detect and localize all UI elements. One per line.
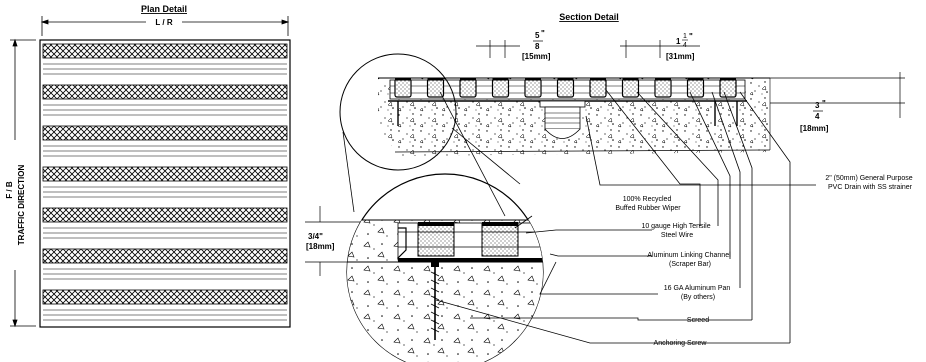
- plan-side-label-2: TRAFFIC DIRECTION: [17, 165, 26, 246]
- callout-steel-wire: 10 gauge High Tensile Steel Wire: [641, 223, 712, 239]
- detail-height-metric: [18mm]: [306, 242, 335, 251]
- dim-a-den: 8: [535, 42, 540, 51]
- mat-hatch-band: [42, 207, 288, 223]
- mat-hatch-band: [42, 248, 288, 264]
- dim-c-metric: [18mm]: [800, 124, 829, 133]
- slab-anchors: [397, 101, 738, 126]
- wiper-block: [426, 78, 445, 98]
- dim-b-whole: 1: [676, 37, 681, 46]
- dim-a-quote: ": [541, 29, 545, 38]
- plan-title: Plan Detail: [141, 4, 187, 14]
- wiper-block: [459, 78, 477, 98]
- plan-width-dimension: [40, 16, 290, 36]
- rubber-wipers: [394, 78, 737, 98]
- callout-aluminum-pan: 16 GA Aluminum Pan (By others): [664, 285, 733, 301]
- callout-anchoring-screw: Anchoring Screw: [654, 340, 708, 347]
- leader-lines: [435, 89, 816, 344]
- enlarged-detail: [346, 173, 544, 362]
- dim-b-metric: [31mm]: [666, 52, 695, 61]
- wiper-block: [589, 78, 607, 98]
- callout-drain: 2" (50mm) General Purpose PVC Drain with…: [825, 175, 914, 191]
- wiper-block: [524, 78, 542, 98]
- mat-hatch-band: [42, 166, 288, 182]
- wiper-block: [686, 78, 705, 98]
- dim-c-den: 4: [815, 112, 820, 121]
- plan-height-dimension: [10, 38, 36, 328]
- callout-wiper: 100% Recycled Buffed Rubber Wiper: [615, 196, 681, 212]
- wiper-block: [621, 78, 640, 98]
- dim-b-quote: ": [689, 32, 693, 41]
- plan-side-label-1: F / B: [5, 181, 14, 199]
- wiper-block: [556, 78, 575, 98]
- mat-hatch-band: [42, 84, 288, 100]
- detail-height-dimension: [305, 206, 360, 276]
- drain: [539, 100, 586, 139]
- dim-b-den: 4: [683, 42, 687, 49]
- wiper-block: [719, 78, 737, 98]
- plan-detail: Plan Detail L / R F / B TRAFFIC DIRECTIO…: [5, 4, 291, 328]
- callout-linking-channel: Aluminum Linking Channel (Scraper Bar): [647, 252, 732, 268]
- wiper-block: [394, 78, 412, 98]
- detail-height: 3/4": [308, 232, 323, 241]
- mat-stripes: [42, 43, 288, 321]
- dim-c-quote: ": [822, 99, 826, 108]
- mat-hatch-band: [42, 43, 288, 59]
- plan-width-label: L / R: [155, 18, 172, 27]
- section-title: Section Detail: [559, 12, 619, 22]
- mat-hatch-band: [42, 289, 288, 305]
- dim-c-num: 3: [815, 101, 820, 110]
- dim-a-whole: 5: [535, 31, 540, 40]
- callouts: 2" (50mm) General Purpose PVC Drain with…: [615, 175, 914, 347]
- top-dimensions: [476, 40, 905, 118]
- mat-hatch-band: [42, 125, 288, 141]
- dim-a-metric: [15mm]: [522, 52, 551, 61]
- detail-marker-circle: [339, 53, 457, 171]
- callout-screed: Screed: [687, 317, 709, 324]
- wiper-block: [654, 78, 672, 98]
- wiper-block: [491, 78, 510, 98]
- mat-outline: [39, 39, 291, 328]
- dim-b-num: 1: [683, 33, 687, 40]
- section-detail: Section Detail 5 " 8 [15mm] 1 1 4 " [31m…: [305, 12, 914, 362]
